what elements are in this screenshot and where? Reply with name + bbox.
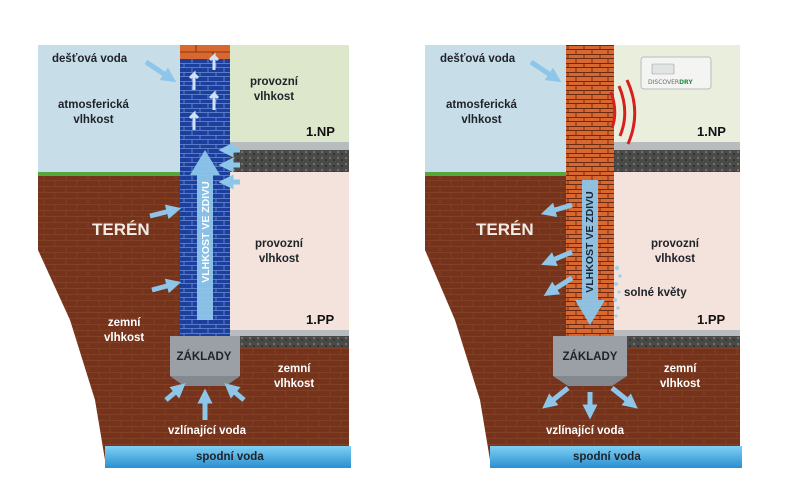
- right-terrain-label: TERÉN: [476, 220, 534, 239]
- left-rain-water-label: dešťová voda: [52, 53, 128, 65]
- left-operational-moisture-top-label: provozní vlhkost: [250, 76, 298, 103]
- right-soil: [425, 175, 571, 460]
- left-basement-room: [230, 172, 349, 330]
- left-wall-moisture-arrow: [190, 150, 220, 320]
- left-room-top: [230, 45, 349, 142]
- left-foundation: [170, 336, 240, 376]
- left-soil-moisture-right-label: zemní vlhkost: [274, 363, 315, 390]
- device-brand-prefix: DISCOVER: [648, 79, 680, 86]
- left-operational-moisture-bottom-label: provozní vlhkost: [255, 238, 303, 265]
- left-atmospheric-moisture-label: atmosferická vlhkost: [58, 99, 129, 126]
- left-soil-moisture-label: zemní vlhkost: [104, 317, 145, 344]
- left-floor-1np-label: 1.NP: [306, 124, 335, 139]
- right-groundwater-label: spodní voda: [573, 451, 641, 463]
- right-floor-1np-label: 1.NP: [697, 124, 726, 139]
- left-groundwater: [105, 446, 351, 468]
- right-panel: [425, 45, 742, 468]
- right-atmospheric-moisture-label: atmosferická vlhkost: [446, 99, 517, 126]
- left-floor-1pp-label: 1.PP: [306, 312, 335, 327]
- left-soil: [38, 175, 180, 460]
- right-soil-moisture-label: zemní vlhkost: [660, 363, 701, 390]
- left-panel: [38, 45, 351, 468]
- right-rain-water-label: dešťová voda: [440, 53, 516, 65]
- right-foundation: [553, 336, 627, 376]
- right-foundation-label: ZÁKLADY: [562, 351, 618, 363]
- right-rising-water-label: vzlínající voda: [546, 425, 624, 437]
- right-operational-moisture-label: provozní vlhkost: [651, 238, 699, 265]
- right-rain-arrow: [529, 59, 562, 83]
- right-sky: [425, 45, 571, 175]
- left-wall-moisture-label: VLHKOST VE ZDIVU: [200, 181, 212, 283]
- right-wall-moisture-arrow: [575, 180, 605, 325]
- left-rising-water-label: vzlínající voda: [168, 425, 246, 437]
- right-groundwater: [490, 446, 742, 468]
- salt-efflorescence-label: solné květy: [624, 287, 687, 299]
- left-rain-arrow: [144, 59, 177, 83]
- salt-efflorescence-marks: [613, 265, 622, 318]
- left-groundwater-label: spodní voda: [196, 451, 264, 463]
- right-basement-room: [614, 172, 740, 330]
- right-floor-1pp-label: 1.PP: [697, 312, 726, 327]
- device-brand-suffix: DRY: [679, 79, 693, 86]
- device-brand-label: DISCOVERDRY: [648, 79, 693, 86]
- left-terrain-label: TERÉN: [92, 220, 150, 239]
- right-wall-moisture-label: VLHKOST VE ZDIVU: [584, 191, 596, 293]
- signal-waves-icon: [609, 79, 637, 145]
- left-foundation-label: ZÁKLADY: [176, 351, 232, 363]
